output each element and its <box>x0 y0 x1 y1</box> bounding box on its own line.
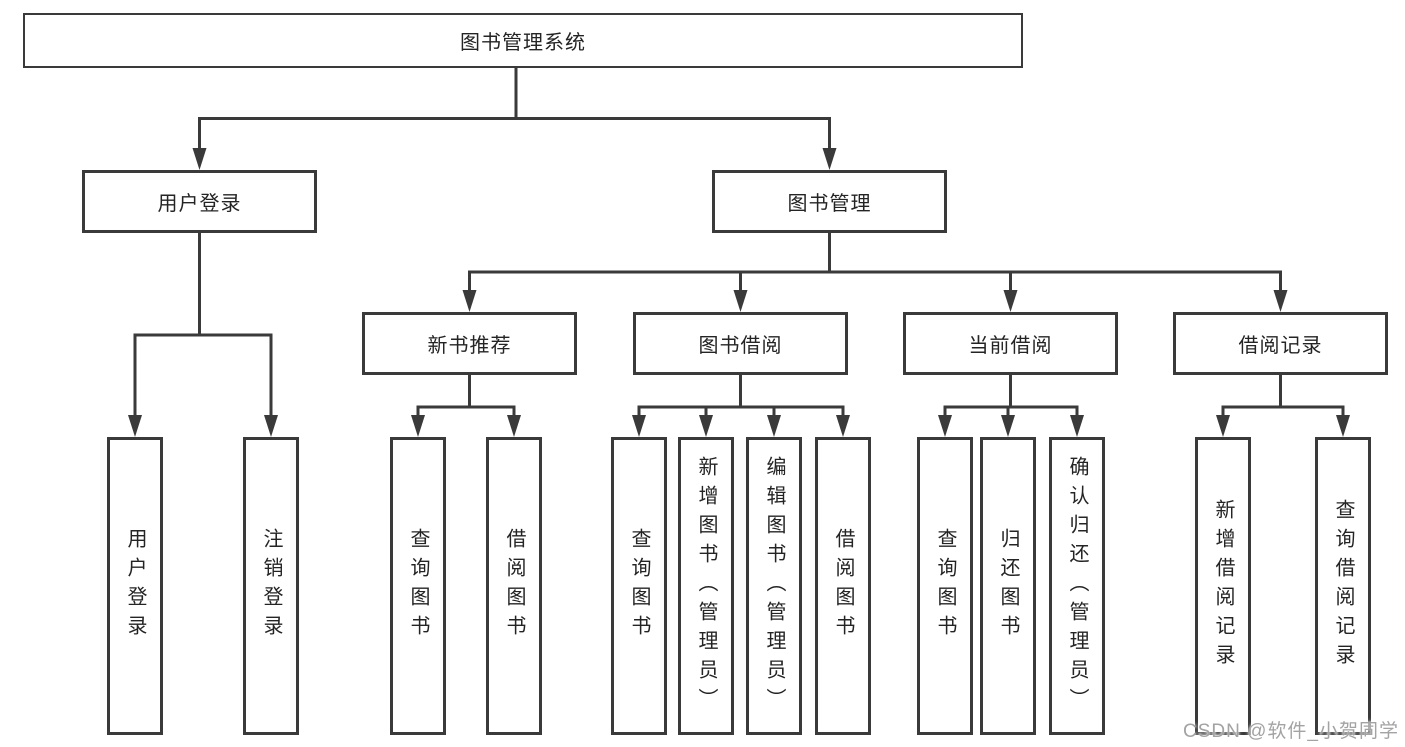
node-label: 查询借阅记录 <box>1332 499 1354 673</box>
node-label: 借阅图书 <box>832 528 854 644</box>
node-label: 注销登录 <box>260 528 282 644</box>
node-label: 查询图书 <box>407 528 429 644</box>
leaf-add-books-admin: 新增图书（管理员） <box>678 437 734 735</box>
node-book-management: 图书管理 <box>712 170 947 233</box>
node-label: 用户登录 <box>124 528 146 644</box>
leaf-add-borrow-record: 新增借阅记录 <box>1195 437 1251 735</box>
node-current-borrowing: 当前借阅 <box>903 312 1118 375</box>
leaf-recommend-query-books: 查询图书 <box>390 437 446 735</box>
node-label: 新书推荐 <box>427 335 512 357</box>
node-borrowing-records: 借阅记录 <box>1173 312 1388 375</box>
node-library-management-system: 图书管理系统 <box>23 13 1023 68</box>
node-label: 查询图书 <box>628 528 650 644</box>
node-label: 图书管理 <box>787 193 872 215</box>
node-label: 当前借阅 <box>968 335 1053 357</box>
leaf-query-borrow-record: 查询借阅记录 <box>1315 437 1371 735</box>
node-label: 确认归还（管理员） <box>1066 455 1088 717</box>
node-label: 图书借阅 <box>698 335 783 357</box>
leaf-recommend-borrow-books: 借阅图书 <box>486 437 542 735</box>
node-label: 图书管理系统 <box>460 32 586 54</box>
leaf-return-books: 归还图书 <box>980 437 1036 735</box>
node-label: 新增图书（管理员） <box>695 455 717 717</box>
leaf-borrowing-borrow-books: 借阅图书 <box>815 437 871 735</box>
leaf-user-login: 用户登录 <box>107 437 163 735</box>
leaf-edit-books-admin: 编辑图书（管理员） <box>746 437 802 735</box>
leaf-current-query-books: 查询图书 <box>917 437 973 735</box>
csdn-watermark: CSDN @软件_小贺同学 <box>1183 721 1399 742</box>
leaf-confirm-return-admin: 确认归还（管理员） <box>1049 437 1105 735</box>
node-book-borrowing: 图书借阅 <box>633 312 848 375</box>
node-user-login: 用户登录 <box>82 170 317 233</box>
leaf-logout: 注销登录 <box>243 437 299 735</box>
node-new-book-recommendation: 新书推荐 <box>362 312 577 375</box>
node-label: 编辑图书（管理员） <box>763 455 785 717</box>
node-label: 查询图书 <box>934 528 956 644</box>
node-label: 用户登录 <box>157 193 242 215</box>
node-label: 借阅图书 <box>503 528 525 644</box>
node-label: 借阅记录 <box>1238 335 1323 357</box>
node-label: 归还图书 <box>997 528 1019 644</box>
leaf-borrowing-query-books: 查询图书 <box>611 437 667 735</box>
node-label: 新增借阅记录 <box>1212 499 1234 673</box>
